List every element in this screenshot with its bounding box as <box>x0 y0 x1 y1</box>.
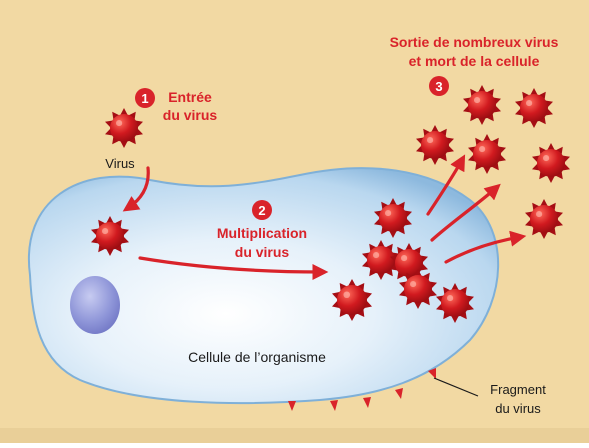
cell-nucleus <box>70 276 120 334</box>
step-number-3: 3 <box>435 79 442 94</box>
bottom-strip <box>0 428 589 443</box>
step-2-label-line-2: du virus <box>235 244 290 260</box>
step-3-label-line-2: et mort de la cellule <box>409 53 540 69</box>
step-1-label-line-1: Entrée <box>168 89 212 105</box>
step-3-label-line-1: Sortie de nombreux virus <box>390 34 559 50</box>
step-badge-1: 1 <box>135 88 155 108</box>
virus-label: Virus <box>105 156 135 171</box>
cell-label: Cellule de l’organisme <box>188 349 326 365</box>
fragment-label-line-1: Fragment <box>490 382 546 397</box>
step-2-label-line-1: Multiplication <box>217 225 307 241</box>
step-badge-2: 2 <box>252 200 272 220</box>
step-number-1: 1 <box>141 91 148 106</box>
step-1-label-line-2: du virus <box>163 107 218 123</box>
fragment-label-line-2: du virus <box>495 401 541 416</box>
step-number-2: 2 <box>258 203 265 218</box>
step-badge-3: 3 <box>429 76 449 96</box>
